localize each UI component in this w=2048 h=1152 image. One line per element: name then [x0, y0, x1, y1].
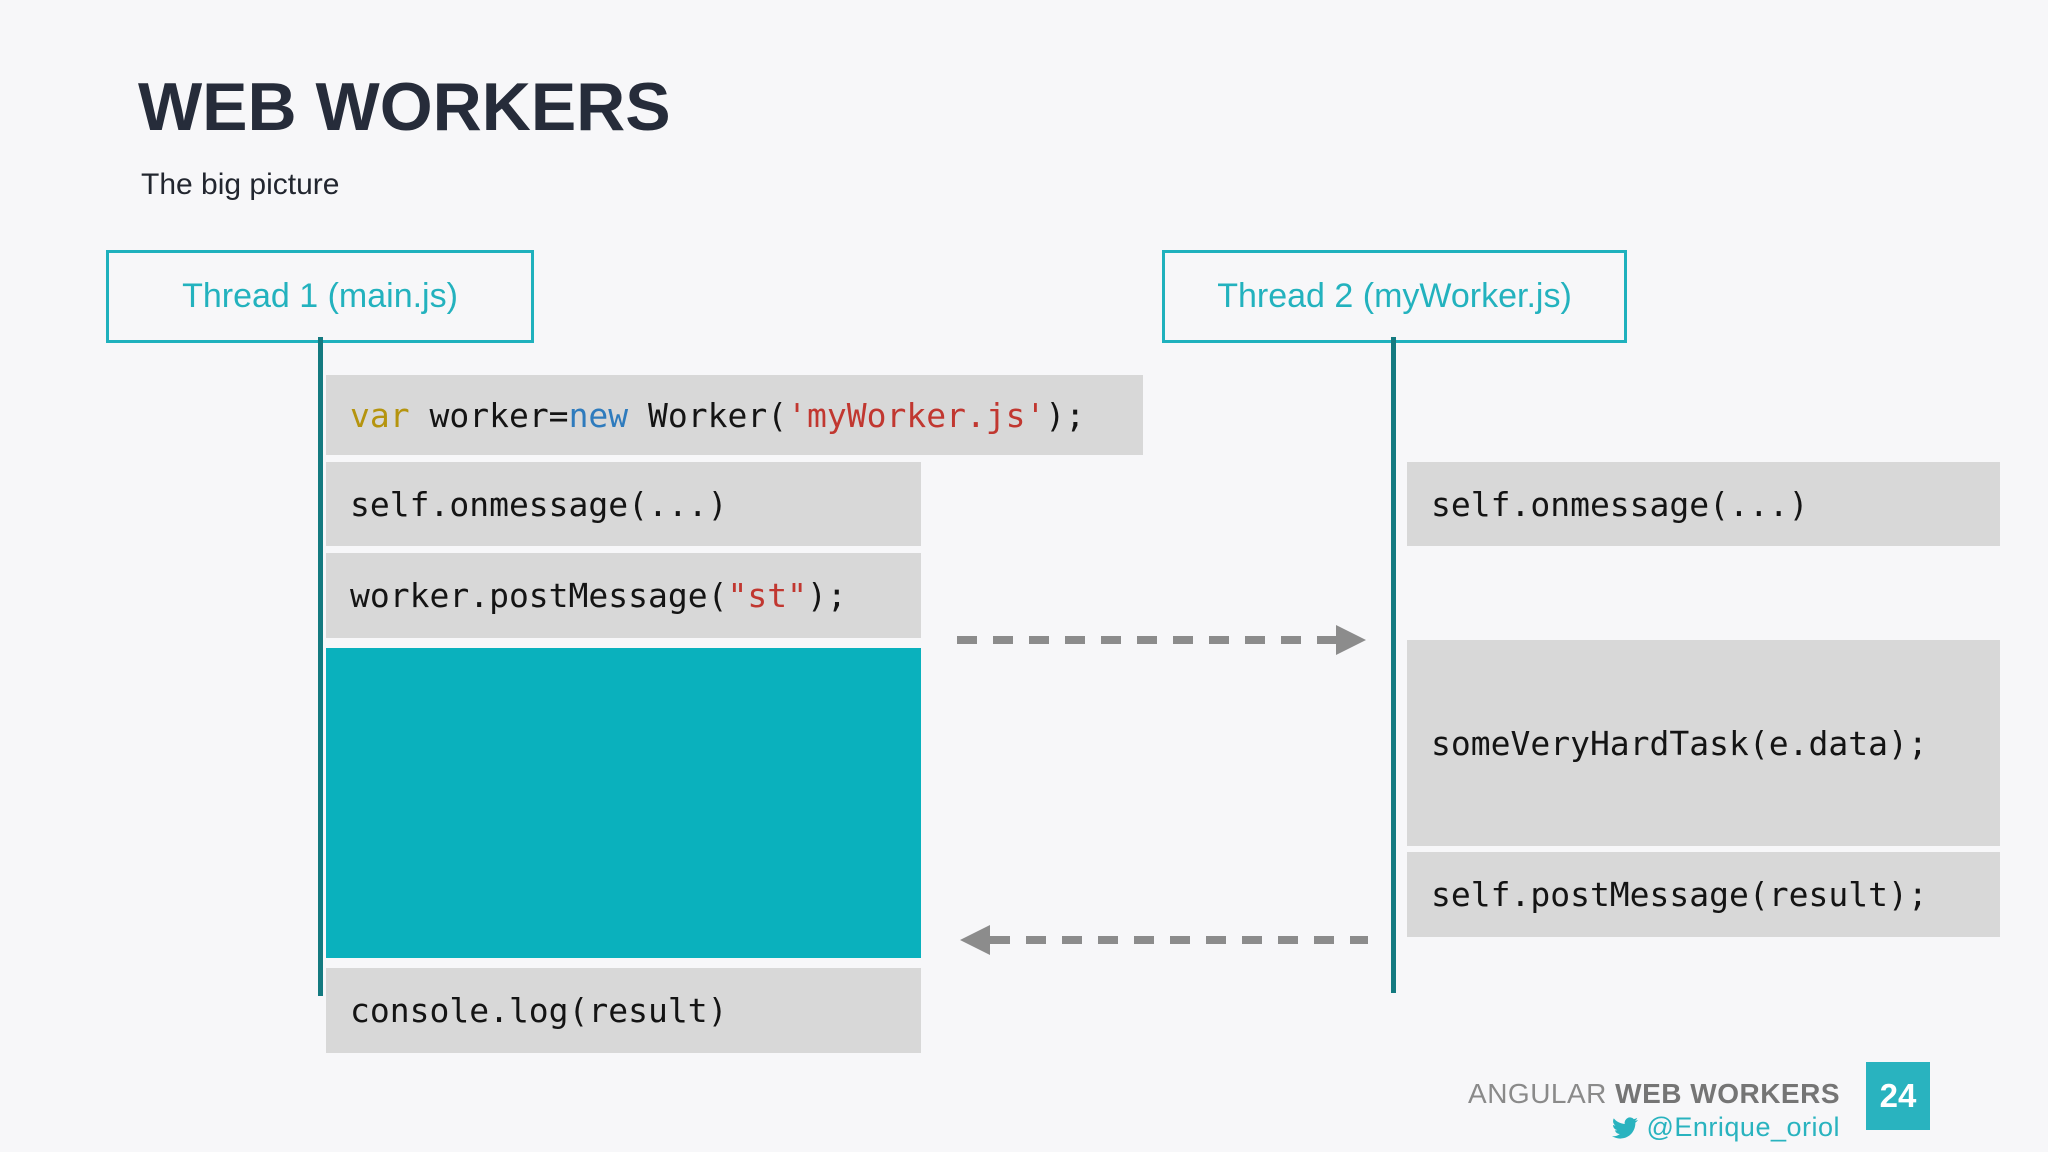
page-title: WEB WORKERS: [138, 69, 671, 145]
code-token: var: [350, 395, 410, 435]
code-worker-onmessage: self.onmessage(...): [1407, 462, 2000, 546]
footer-brand-bold: WEB WORKERS: [1615, 1078, 1840, 1109]
thread1-box: Thread 1 (main.js): [106, 250, 534, 343]
code-token: console.log(result): [350, 991, 728, 1030]
footer: ANGULAR WEB WORKERS @Enrique_oriol: [1468, 1078, 1840, 1143]
code-token: );: [1045, 395, 1086, 435]
code-token: self.onmessage(...): [1431, 484, 1809, 524]
code-token: self.postMessage(result);: [1431, 875, 1928, 914]
arrow-right-icon: [1336, 625, 1366, 655]
twitter-handle: @Enrique_oriol: [1646, 1112, 1840, 1142]
thread2-label: Thread 2 (myWorker.js): [1217, 277, 1572, 315]
code-main-postmessage: worker.postMessage("st");: [326, 553, 921, 638]
code-console-log: console.log(result): [326, 968, 921, 1053]
thread2-box: Thread 2 (myWorker.js): [1162, 250, 1627, 343]
page-number: 24: [1879, 1077, 1917, 1114]
code-token: 'myWorker.js': [787, 395, 1046, 435]
code-token: Worker(: [628, 395, 788, 435]
arrow-left-icon: [960, 925, 990, 955]
main-thread-busy-block: [326, 648, 921, 958]
thread2-lifeline: [1391, 337, 1396, 993]
footer-brand-prefix: ANGULAR: [1468, 1078, 1616, 1109]
code-token: );: [806, 576, 847, 615]
code-token: self.onmessage(...): [350, 484, 728, 524]
message-arrow-to-worker: [957, 636, 1337, 644]
message-arrow-to-main: [990, 936, 1368, 944]
twitter-bird-icon: [1612, 1116, 1639, 1139]
code-worker-hard-task: someVeryHardTask(e.data);: [1407, 640, 2000, 846]
code-token: worker.postMessage(: [350, 576, 728, 615]
code-main-onmessage: self.onmessage(...): [326, 462, 921, 546]
code-create-worker: var worker=new Worker('myWorker.js');: [326, 375, 1143, 455]
code-token: worker=: [409, 395, 569, 435]
page-subtitle: The big picture: [141, 168, 340, 201]
footer-brand: ANGULAR WEB WORKERS: [1468, 1078, 1840, 1110]
code-token: "st": [727, 576, 807, 615]
code-worker-postmessage: self.postMessage(result);: [1407, 852, 2000, 937]
twitter-link[interactable]: @Enrique_oriol: [1468, 1112, 1840, 1143]
thread1-label: Thread 1 (main.js): [182, 277, 458, 315]
thread1-lifeline: [318, 337, 323, 996]
code-token: someVeryHardTask(e.data);: [1431, 723, 1928, 763]
code-token: new: [568, 395, 629, 435]
page-number-badge: 24: [1866, 1062, 1930, 1130]
